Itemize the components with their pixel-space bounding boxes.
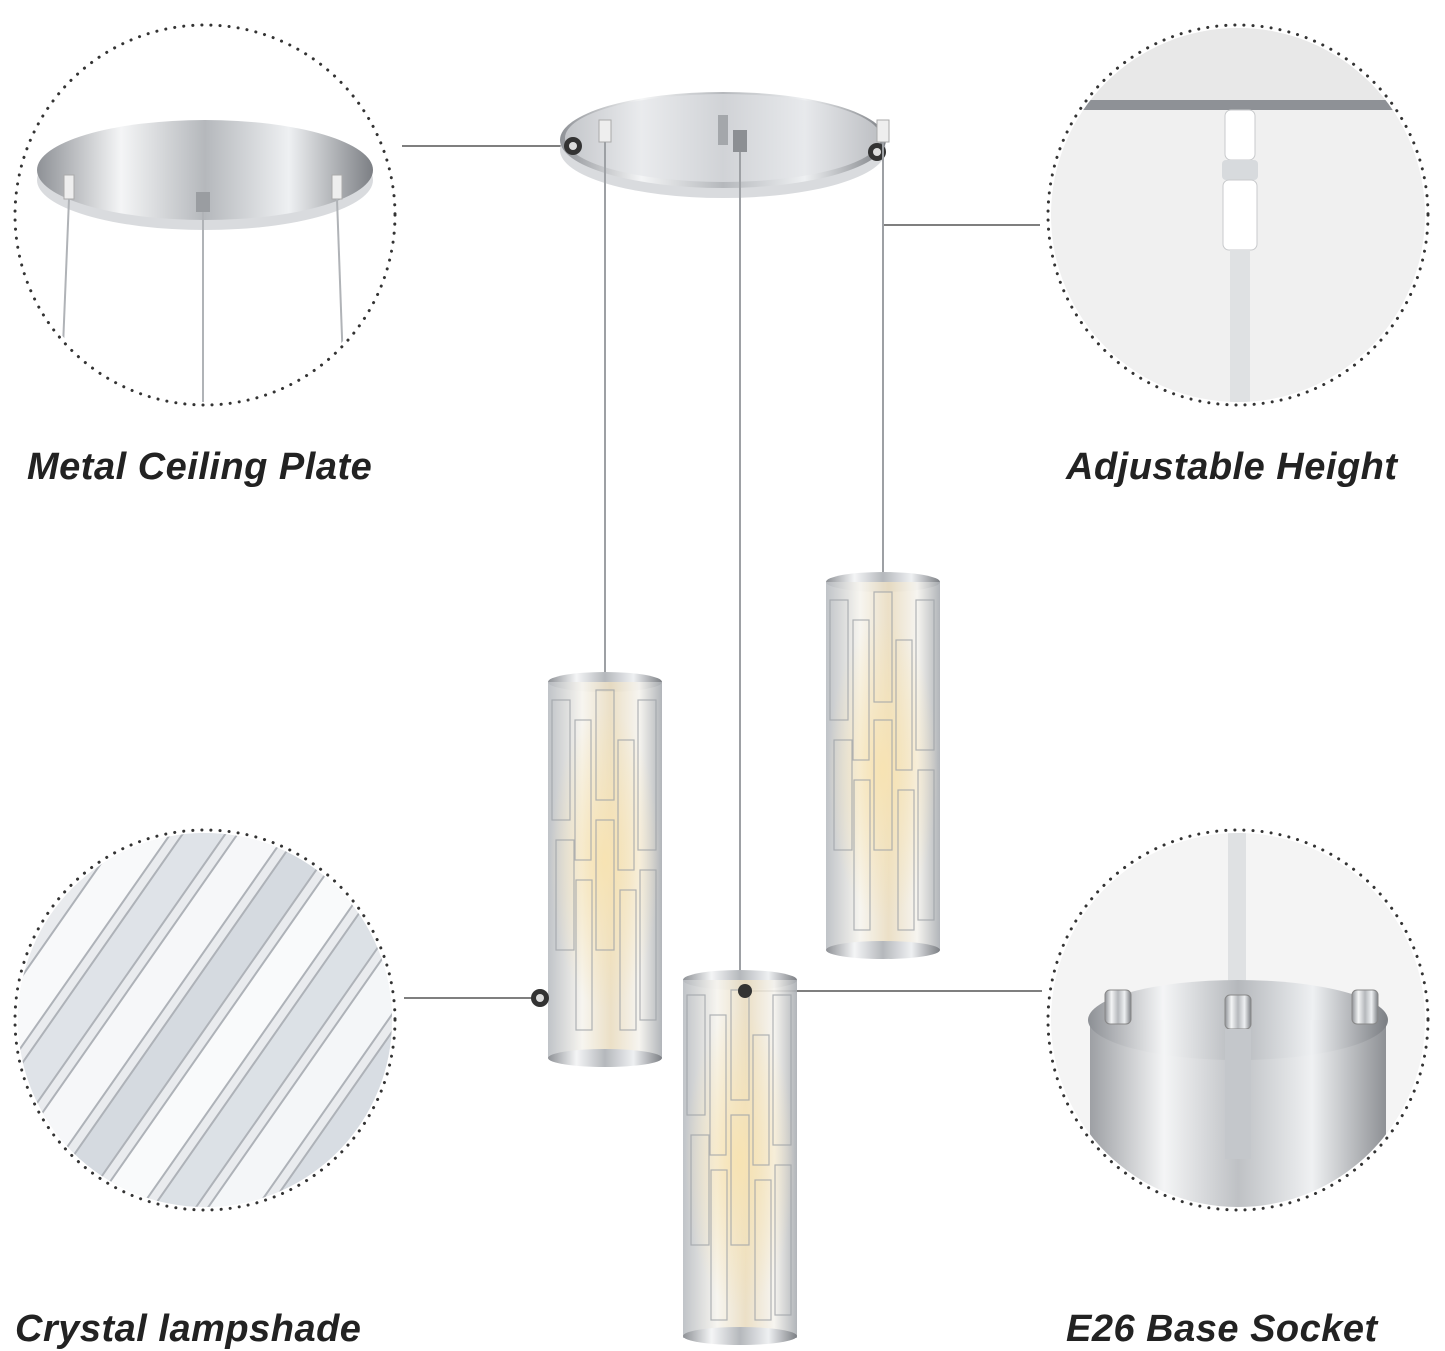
detail-adjustable-height [1046, 23, 1430, 407]
suspension-wires [604, 142, 884, 970]
detail-crystal-lampshade [13, 828, 397, 1212]
pendant-left [531, 672, 662, 1067]
label-crystal-lampshade: Crystal lampshade [15, 1308, 362, 1350]
label-metal-ceiling-plate: Metal Ceiling Plate [27, 446, 373, 488]
detail-ceiling-plate [13, 23, 397, 407]
detail-e26-socket [1046, 828, 1430, 1212]
pendant-right [826, 572, 940, 959]
pendant-center [683, 970, 797, 1345]
label-adjustable-height: Adjustable Height [1066, 446, 1398, 488]
label-e26-base-socket: E26 Base Socket [1066, 1308, 1378, 1350]
leader-lines [402, 145, 1042, 999]
ceiling-canopy [560, 92, 890, 198]
